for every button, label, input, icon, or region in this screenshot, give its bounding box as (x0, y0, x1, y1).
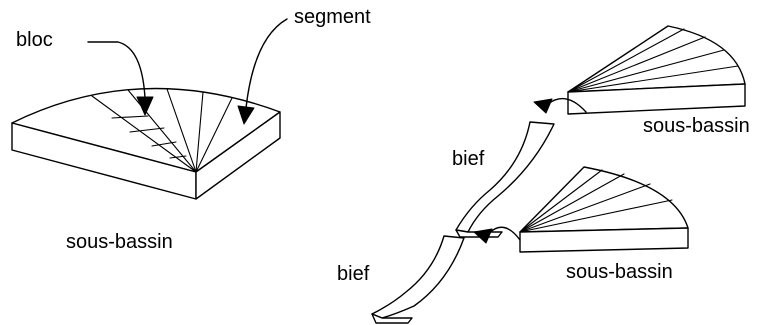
outlet-arrow-top (533, 97, 587, 114)
bloc-subdivisions (111, 115, 187, 159)
outlet-arrow-bottom (473, 226, 521, 244)
sous-bassin-fan-bottom (519, 166, 689, 253)
bief-reach-top (455, 121, 555, 238)
bloc-arrow (87, 41, 154, 116)
bief-reach-bottom (371, 235, 465, 324)
label-sous-bassin-top-right: sous-bassin (643, 115, 750, 137)
segment-arrow (237, 18, 288, 125)
label-sous-bassin-left: sous-bassin (66, 231, 173, 253)
label-sous-bassin-bottom-right: sous-bassin (566, 261, 673, 283)
segment-dividers (91, 88, 233, 173)
label-bief-top: bief (452, 148, 485, 170)
label-bloc: bloc (16, 29, 53, 51)
sous-bassin-fan-top (567, 25, 746, 115)
label-segment: segment (294, 6, 371, 28)
label-bief-bottom: bief (337, 263, 370, 285)
